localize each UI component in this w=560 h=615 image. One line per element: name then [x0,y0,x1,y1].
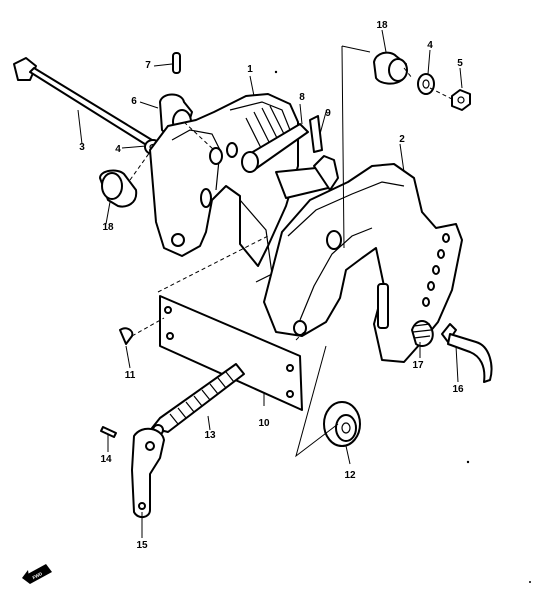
callout-15: 15 [136,540,148,551]
callout-17: 17 [412,360,424,371]
speck-mark [274,70,278,74]
callout-10: 10 [258,418,270,429]
bushing-left-part [99,169,138,208]
callout-12: 12 [344,470,356,481]
speck-mark [529,581,531,583]
callout-18-right: 18 [376,20,388,31]
small-pin-part [100,426,117,438]
callout-2: 2 [399,134,405,145]
callout-labels: 1 2 3 4 4 5 6 7 8 9 10 11 12 13 14 15 16… [79,20,464,551]
fwd-badge-text: FWD [32,571,44,581]
callout-8: 8 [299,92,305,103]
clamp-screw-part [151,363,245,436]
pin-part [172,52,181,74]
spring-part [411,320,434,348]
fwd-arrow-badge: FWD [22,564,52,584]
callout-18-left: 18 [102,222,114,233]
clamp-bracket-right-part [263,163,463,363]
callout-4-right: 4 [427,40,433,51]
callout-14: 14 [100,454,112,465]
leader-lines [77,29,463,538]
speck-mark [466,460,470,464]
bushing-right-part [373,51,408,85]
callout-7: 7 [145,60,151,71]
nut-part [451,89,471,111]
clamp-handle-part [131,427,165,518]
callout-13: 13 [204,430,216,441]
washer-right-part [417,73,435,95]
clamp-bracket-left-part [149,93,299,283]
anode-plate-part [159,295,303,411]
assembly-lines [129,67,455,341]
callout-3: 3 [79,142,85,153]
group-brackets [295,45,371,458]
swivel-pad-part [323,401,361,447]
callout-4-left: 4 [115,144,121,155]
callout-9: 9 [325,108,331,119]
callout-6: 6 [131,96,137,107]
tilt-pin-part [275,115,339,199]
callout-16: 16 [452,384,464,395]
screw-part [119,327,134,345]
shaft-part [241,123,309,173]
callout-1: 1 [247,64,253,75]
callout-5: 5 [457,58,463,69]
tilt-rod-part [441,323,493,383]
callout-11: 11 [125,370,136,381]
